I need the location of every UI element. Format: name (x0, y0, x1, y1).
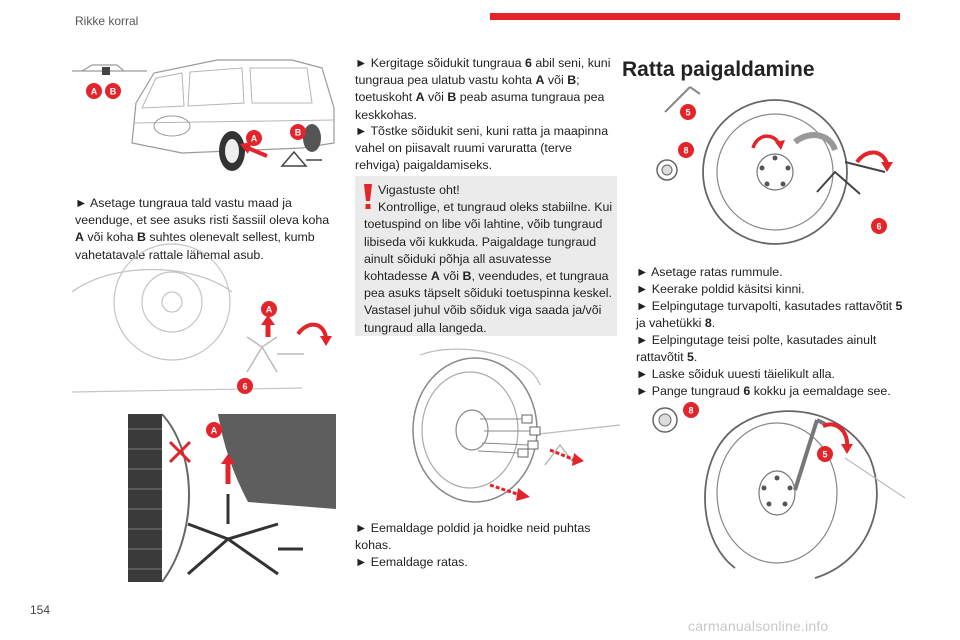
figure-van-jack-points: A B A B (72, 59, 335, 171)
label-5: 5 (685, 108, 690, 118)
instruction-step: ► Asetage ratas rummule. (636, 265, 783, 279)
warning-body: Kontrollige, et tungraud oleks stabiilne… (364, 200, 613, 335)
instruction-paragraph: ► Eemaldage ratas. (355, 555, 468, 569)
watermark: carmanualsonline.info (688, 618, 829, 634)
header-accent-bar (490, 13, 900, 20)
warning-text: Vigastuste oht! Kontrollige, et tungraud… (364, 182, 614, 337)
label-a: A (251, 134, 258, 144)
label-8: 8 (683, 146, 688, 156)
instruction-paragraph: ► Asetage tungraua tald vastu maad ja ve… (75, 196, 330, 262)
label-a: A (91, 87, 98, 97)
label-6: 6 (242, 382, 247, 392)
label-a: A (211, 426, 218, 436)
instruction-step: ► Keerake poldid käsitsi kinni. (636, 282, 805, 296)
instruction-paragraph: ► Eemaldage poldid ja hoidke neid puhtas… (355, 521, 591, 553)
instruction-step: ► Eelpingutage turvapolti, kasutades rat… (636, 299, 903, 331)
label-a: A (266, 305, 273, 315)
warning-icon (364, 184, 372, 209)
instruction-paragraph: ► Kergitage sõidukit tungraua 6 abil sen… (355, 56, 611, 122)
figure-wheel-jack: A 6 (71, 243, 332, 394)
instruction-step: ► Pange tungraud 6 kokku ja eemaldage se… (636, 384, 891, 398)
figure-fit-wheel: 5 8 6 (656, 86, 893, 245)
figure-jack-closeup: A (128, 413, 336, 583)
section-heading: Ratta paigaldamine (622, 58, 815, 81)
instruction-step: ► Eelpingutage teisi polte, kasutades ai… (636, 333, 877, 365)
figure-remove-wheel (412, 348, 621, 503)
warning-box (355, 176, 617, 336)
label-6: 6 (876, 222, 881, 232)
figure-tighten-bolts: 8 5 (652, 402, 906, 579)
section-header: Rikke korral (75, 14, 139, 28)
instruction-step: ► Laske sõiduk uuesti täielikult alla. (636, 367, 835, 381)
label-b: B (295, 128, 302, 138)
page-number: 154 (30, 603, 51, 617)
label-5: 5 (822, 450, 827, 460)
label-b: B (110, 87, 117, 97)
instruction-paragraph: ► Tõstke sõidukit seni, kuni ratta ja ma… (355, 124, 609, 173)
warning-title: Vigastuste oht! (378, 183, 460, 197)
label-8: 8 (688, 406, 693, 416)
